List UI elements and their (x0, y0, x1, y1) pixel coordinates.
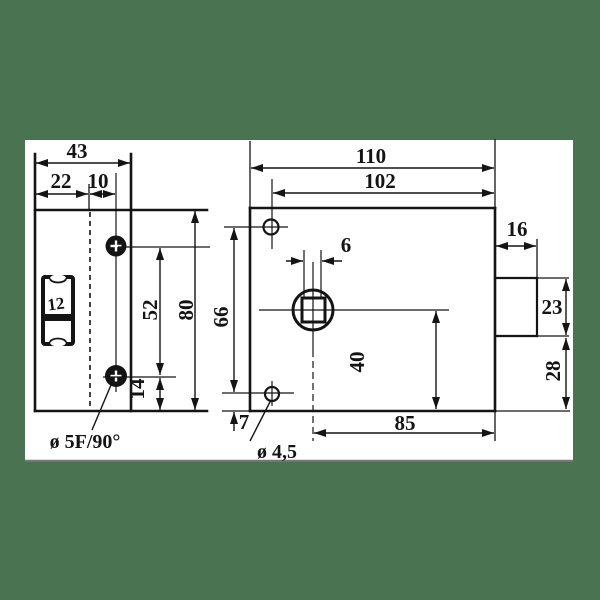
dim-label-case-width: 43 (67, 139, 88, 163)
spindle-square-hole (300, 296, 327, 324)
spindle-hub (259, 250, 449, 441)
side-view: 12 43 22 10 52 80 14 ø 5F/90° (33, 139, 210, 453)
follower-slot: 12 (41, 274, 75, 347)
small-hole-note: ø 4,5 (257, 441, 297, 463)
dim-label-hole-span: 102 (364, 169, 396, 193)
dim-label-spindle-to-bottom: 40 (345, 352, 369, 373)
follower-top-notch-arc (49, 278, 67, 284)
dim-label-hole-offset: 10 (88, 169, 109, 193)
dim-label-hole-spacing: 52 (138, 300, 162, 321)
dim-label-hole-vertical-span: 66 (209, 307, 233, 328)
small-hole-leader-line (249, 399, 272, 442)
dim-label-spindle-square: 6 (341, 233, 352, 257)
dim-label-case-height: 80 (174, 300, 198, 321)
dim-label-bolt-height: 23 (542, 295, 563, 319)
front-view: 110 102 66 6 40 7 85 16 23 28 ø 4,5 (209, 139, 570, 463)
dim-label-bolt-bottom-offset: 28 (541, 361, 565, 382)
dim-label-bolt-projection: 16 (507, 217, 528, 241)
follower-bottom-notch-arc (49, 337, 67, 343)
spindle-hub-circle (291, 288, 335, 332)
screw-hole-leader-line (91, 384, 112, 431)
dim-label-spindle-to-right: 85 (395, 411, 416, 435)
follower-top-notch (50, 274, 66, 283)
screw-hole-note: ø 5F/90° (50, 431, 121, 453)
latch-bolt (493, 239, 569, 338)
follower-size-label: 12 (46, 294, 65, 315)
dim-label-backset: 22 (51, 169, 72, 193)
dim-label-bottom-hole-offset: 14 (125, 378, 149, 400)
follower-bottom-notch (50, 338, 66, 347)
dim-label-bottom-hole-margin: 7 (239, 410, 250, 434)
dim-label-front-width: 110 (356, 144, 386, 168)
